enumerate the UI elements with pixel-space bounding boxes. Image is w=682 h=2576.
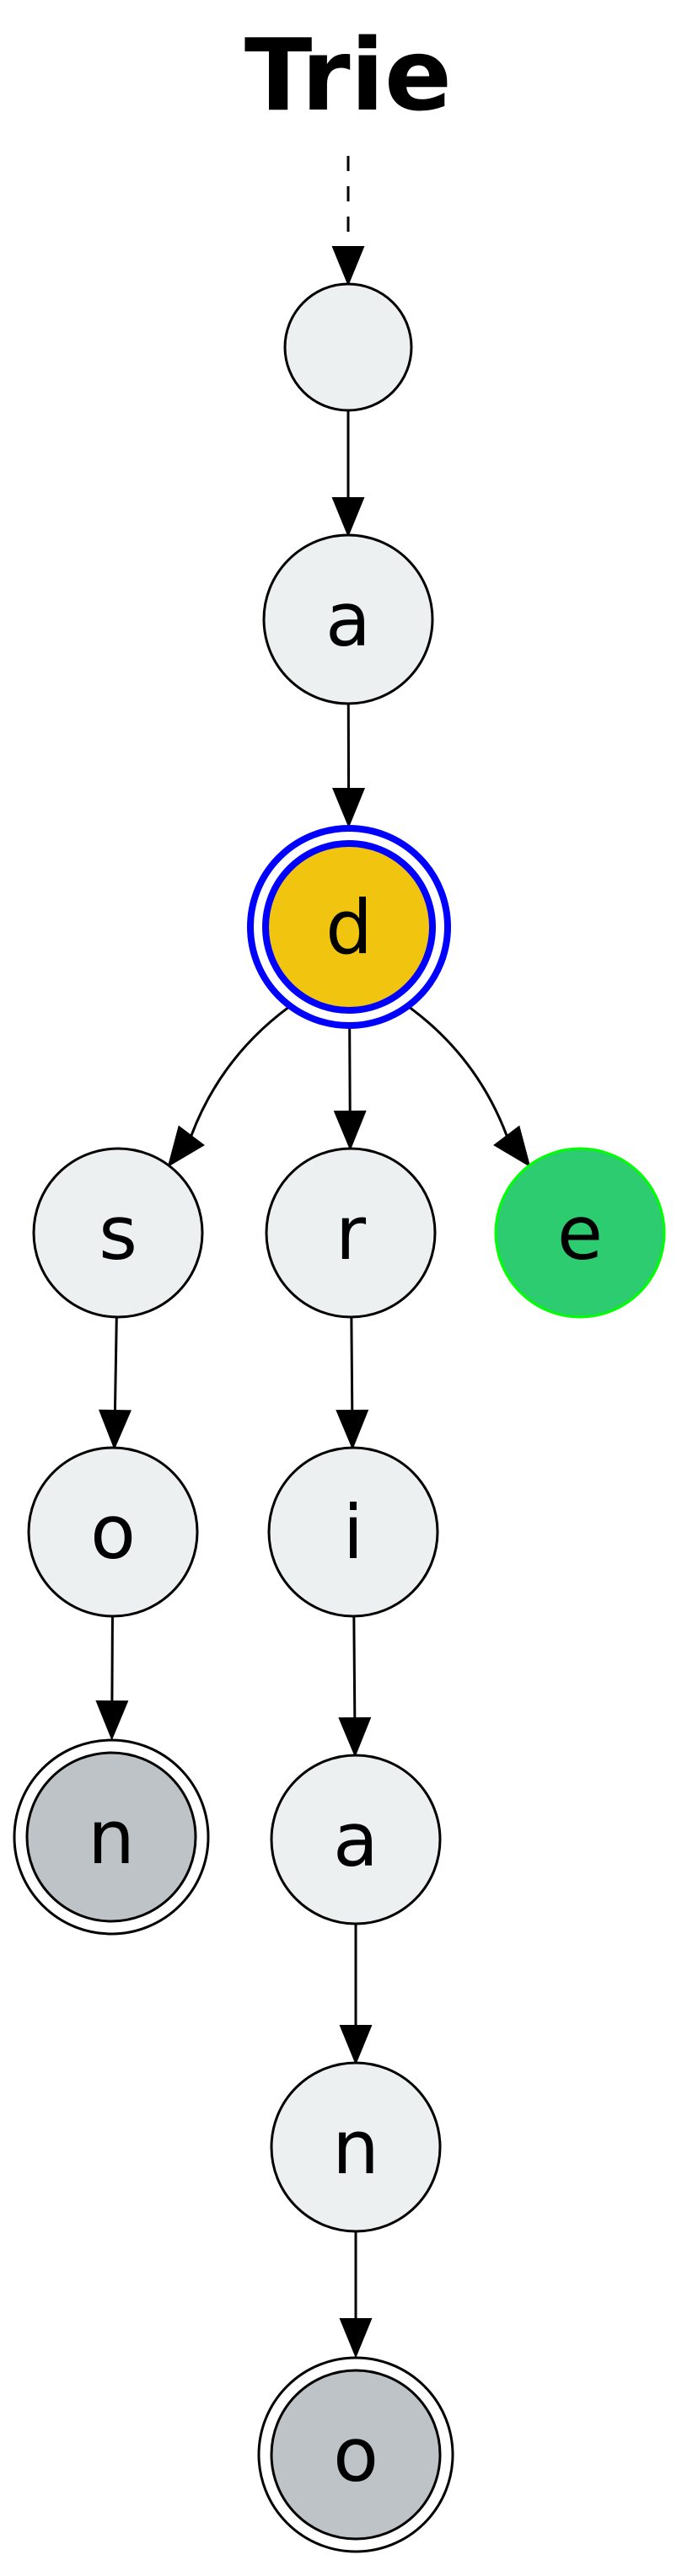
node-circle bbox=[267, 1446, 439, 1618]
node-circle bbox=[25, 1751, 197, 1923]
trie-node-n2: n bbox=[270, 2061, 442, 2233]
trie-node-d: d bbox=[247, 825, 451, 1029]
trie-node-a1: a bbox=[262, 533, 434, 705]
node-circle bbox=[32, 1147, 204, 1319]
trie-node-r: r bbox=[265, 1147, 437, 1319]
edge-d-r bbox=[348, 1027, 352, 1112]
node-circle bbox=[270, 1754, 442, 1925]
arrowhead-s-o1 bbox=[98, 1409, 132, 1450]
trie-node-n1: n bbox=[13, 1738, 210, 1936]
node-label: s bbox=[99, 1190, 137, 1277]
arrowhead-d-s bbox=[167, 1125, 205, 1168]
arrowhead-a1-d bbox=[332, 787, 366, 828]
node-label: e bbox=[557, 1190, 603, 1277]
trie-node-s: s bbox=[32, 1147, 204, 1319]
node-label: a bbox=[325, 576, 371, 663]
node-label: n bbox=[332, 2104, 379, 2191]
arrowhead-root-a1 bbox=[331, 497, 365, 538]
edge-s-o1 bbox=[113, 1316, 118, 1411]
trie-node-a2: a bbox=[270, 1754, 442, 1925]
node-circle bbox=[283, 282, 413, 412]
node-circle bbox=[270, 2369, 442, 2541]
node-label: a bbox=[333, 1797, 379, 1883]
node-label: i bbox=[343, 1489, 363, 1576]
arrowhead-o1-n1 bbox=[95, 1700, 129, 1741]
arrowhead-n2-o2 bbox=[339, 2318, 373, 2359]
nodes-layer: a d s r e o i n a n o bbox=[13, 282, 666, 2553]
arrowhead-d-e bbox=[493, 1125, 531, 1168]
node-circle bbox=[27, 1446, 199, 1618]
arrowhead-r-i bbox=[336, 1409, 369, 1450]
edges-layer bbox=[95, 156, 531, 2359]
node-circle bbox=[265, 1147, 437, 1319]
arrowhead-title-root bbox=[331, 246, 365, 287]
edge-d-e bbox=[409, 1006, 508, 1137]
node-circle bbox=[262, 840, 436, 1014]
trie-node-o1: o bbox=[27, 1446, 199, 1618]
node-outer-ring bbox=[247, 825, 451, 1029]
edge-i-a2 bbox=[352, 1615, 357, 1719]
trie-node-e: e bbox=[494, 1147, 666, 1319]
arrowhead-a2-n2 bbox=[339, 2025, 373, 2065]
node-circle bbox=[262, 533, 434, 705]
trie-node-o2: o bbox=[257, 2356, 454, 2553]
edge-d-s bbox=[190, 1006, 289, 1137]
trie-node-i: i bbox=[267, 1446, 439, 1618]
node-circle bbox=[494, 1147, 666, 1319]
node-label: o bbox=[90, 1489, 136, 1576]
arrowhead-d-r bbox=[333, 1110, 367, 1151]
node-label: o bbox=[333, 2412, 379, 2498]
edge-o1-n1 bbox=[110, 1615, 114, 1702]
node-label: r bbox=[336, 1190, 367, 1277]
diagram-title: Trie bbox=[244, 17, 452, 133]
trie-node-root bbox=[283, 282, 413, 412]
node-label: d bbox=[325, 884, 373, 971]
node-label: n bbox=[88, 1794, 135, 1881]
arrowhead-i-a2 bbox=[338, 1716, 372, 1758]
node-circle bbox=[270, 2061, 442, 2233]
